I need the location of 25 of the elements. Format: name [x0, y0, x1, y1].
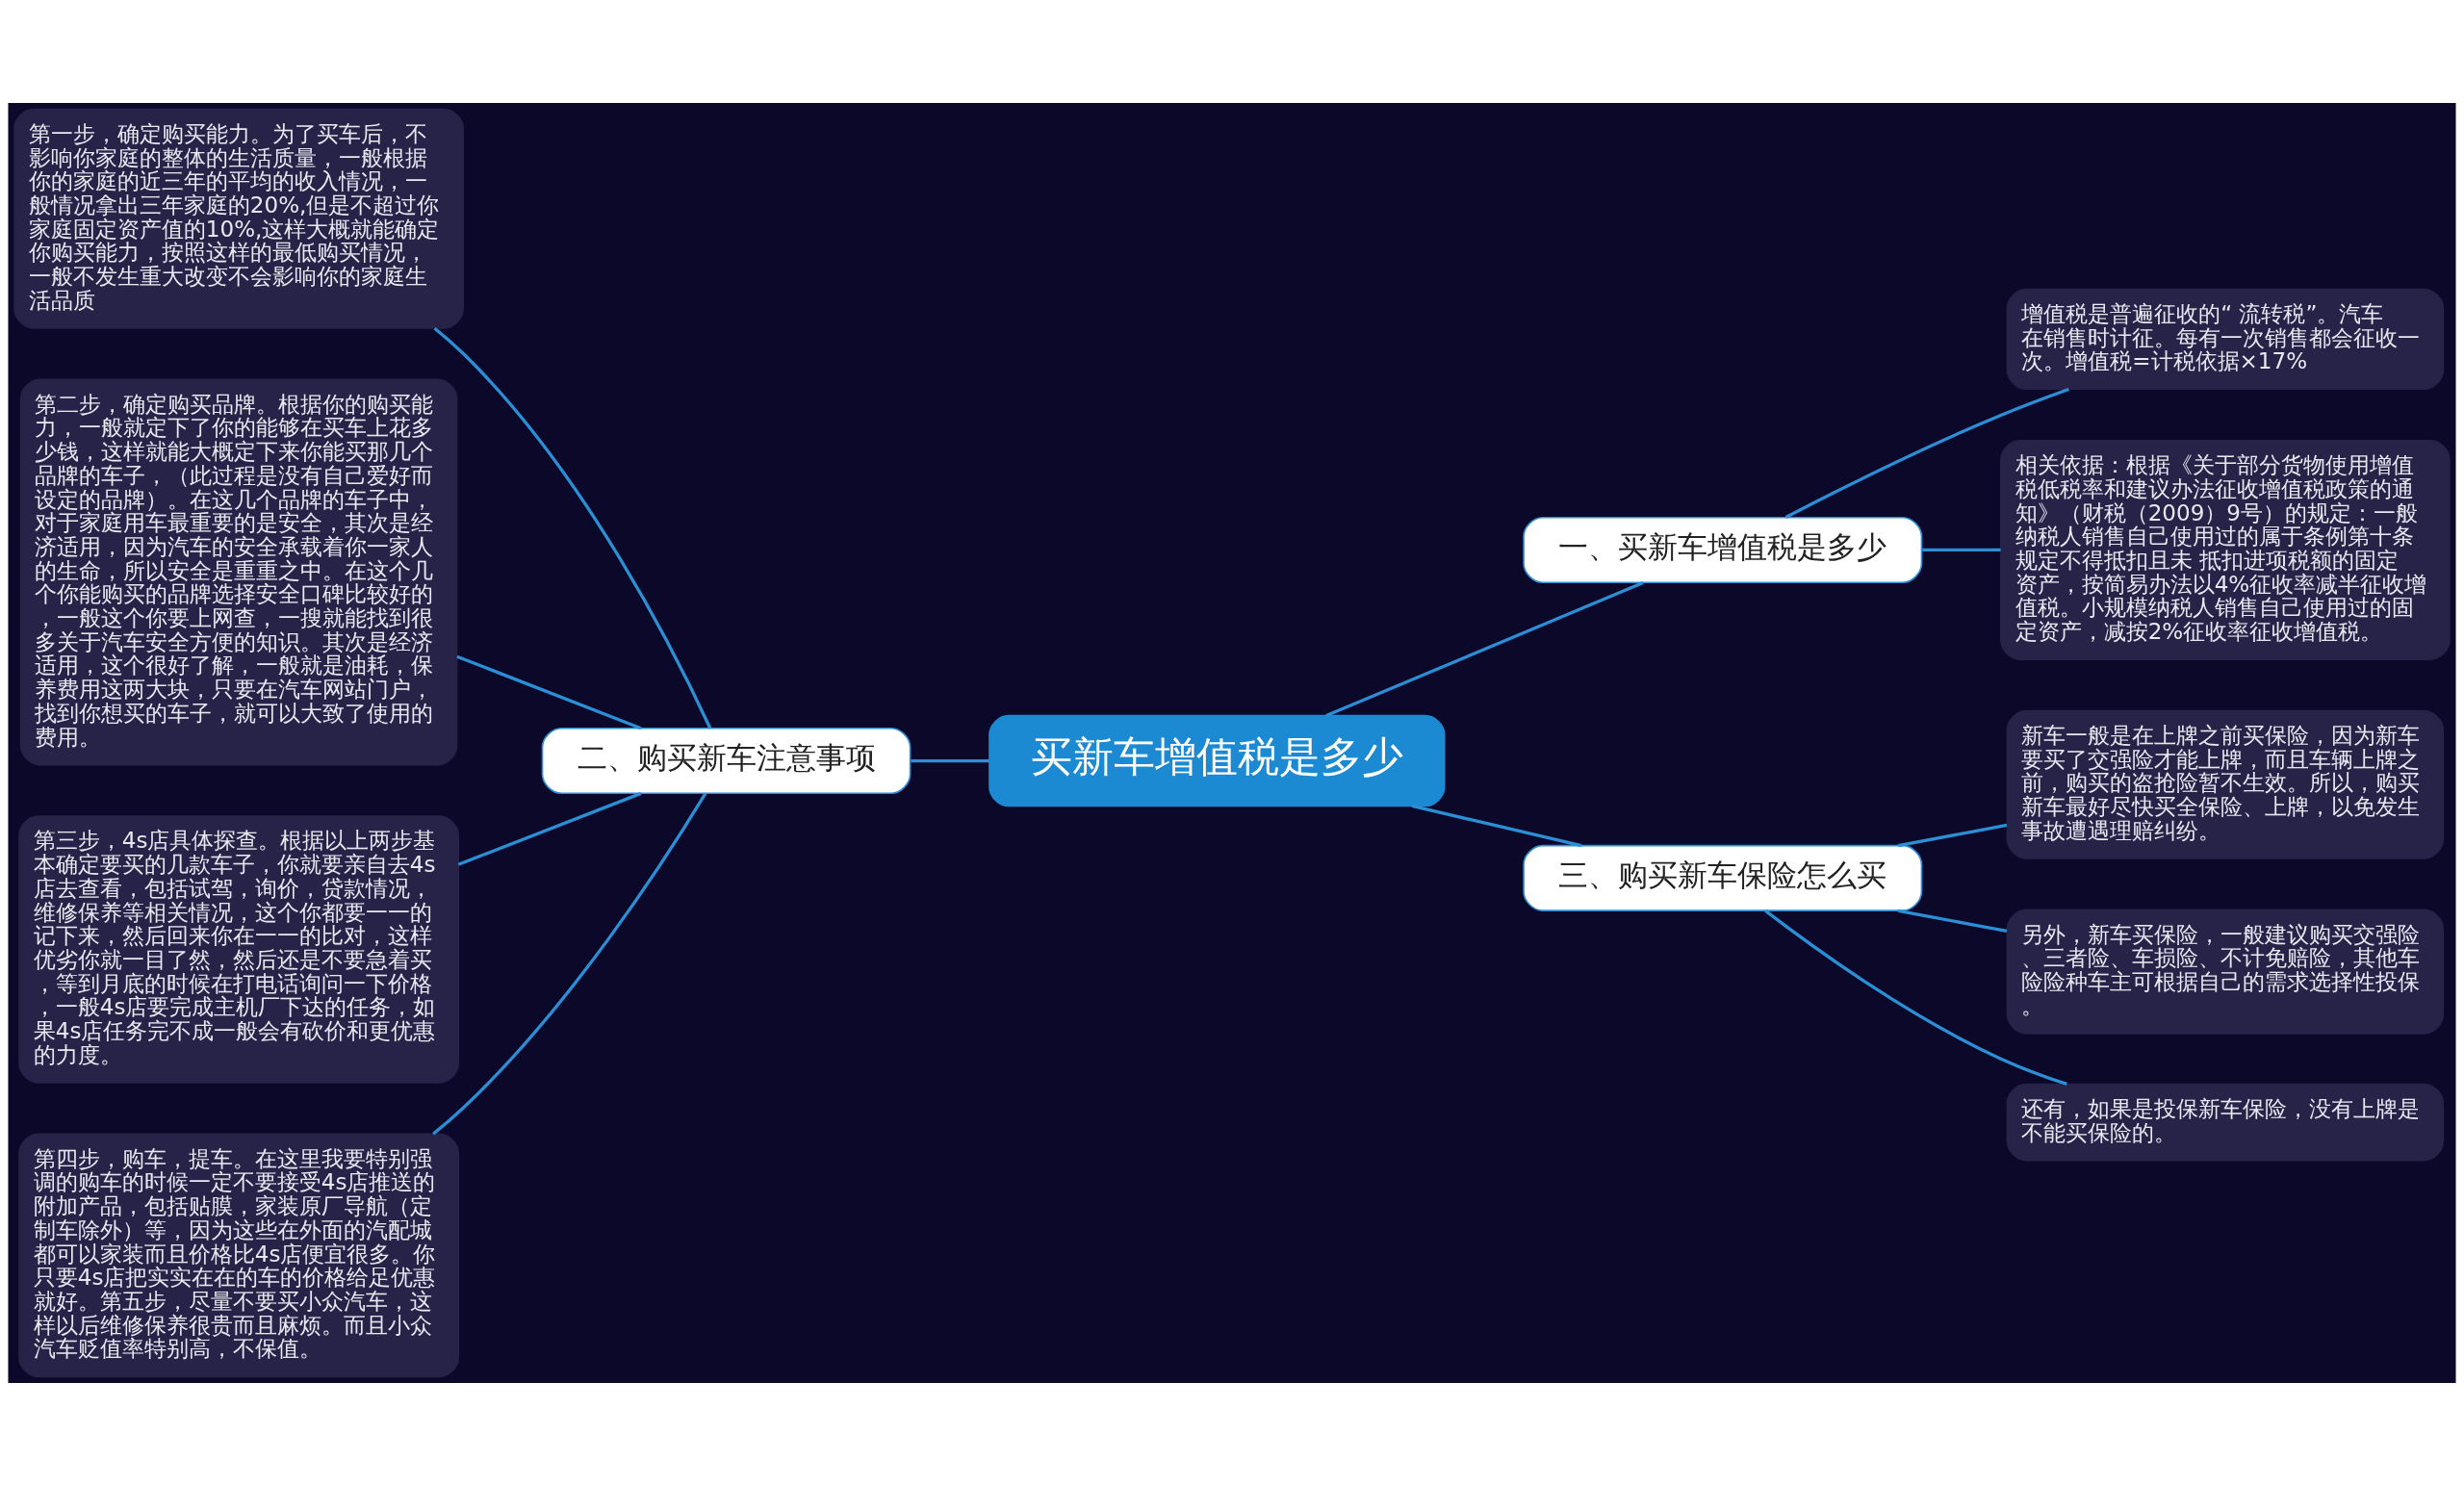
- connector: [911, 758, 989, 762]
- node-box: 相关依据：根据《关于部分货物使用增值税低税率和建议办法征收增值税政策的通知》（财税（2009）9号）的规定：一般纳税人销售自己使用过的属于条例第十条规定不得抵扣且未 抵扣进项税额的固定资产，按简易办法以4%征收率减半征收增值税。小规模纳税人销售自己使用过的固定资产，减按2%征收率征收增值税。: [2000, 439, 2451, 660]
- node-box: 增值税是普遍征收的“ 流转税”。汽车在销售时计征。每有一次销售都会征收一次。增值税=计税依据×17%: [2006, 288, 2445, 390]
- node-box: 一、买新车增值税是多少: [1523, 516, 1923, 583]
- node-box: 第三步，4s店具体探查。根据以上两步基本确定要买的几款车子，你就要亲自去4s店去查看，包括试驾，询价，贷款情况，维修保养等相关情况，这个你都要一一的记下来，然后回来你在一一的比对，这样优劣你就一目了然，然后还是不要急着买，等到月底的时候在打电话询问一下价格，一般4s店要完成主机厂下达的任务，如果4s店任务完不成一般会有砍价和更优惠的力度。: [18, 814, 460, 1084]
- node-box: 三、购买新车保险怎么买: [1523, 844, 1923, 911]
- connector: [457, 791, 642, 866]
- connector: [1897, 909, 2008, 933]
- connector: [1922, 548, 2001, 551]
- node-box: 第四步，购车，提车。在这里我要特别强调的购车的时候一定不要接受4s店推送的附加产品，包括贴膜，家装原厂导航（定制车除外）等，因为这些在外面的汽配城都可以家装而且价格比4s店便宜很多。你只要4s店把实实在在的车的价格给足优惠就好。第五步，尽量不要买小众汽车，这样以后维修保养很贵而且麻烦。而且小众汽车贬值率特别高，不保值。: [18, 1133, 460, 1377]
- connector: [432, 792, 707, 1136]
- connector: [1764, 909, 2067, 1086]
- node-box: 另外，新车买保险，一般建议购买交强险、三者险、车损险、不计免赔险，其他车险险种车主可根据自己的需求选择性投保。: [2006, 909, 2445, 1035]
- node-box: 第一步，确定购买能力。为了买车后，不影响你家庭的整体的生活质量，一般根据你的家庭的近三年的平均的收入情况，一般情况拿出三年家庭的20%,但是不超过你家庭固定资产值的10%,这样大概就能确定你购买能力，按照这样的最低购买情况，一般不发生重大改变不会影响你的家庭生活品质: [13, 108, 464, 329]
- node-box: 新车一般是在上牌之前买保险，因为新车要买了交强险才能上牌，而且车辆上牌之前，购买的盗抢险暂不生效。所以，购买新车最好尽快买全保险、上牌，以免发生事故遭遇理赔纠纷。: [2006, 709, 2445, 859]
- node-box: 还有，如果是投保新车保险，没有上牌是不能买保险的。: [2006, 1083, 2445, 1161]
- connector: [1897, 823, 2008, 847]
- connector: [433, 326, 712, 729]
- connector: [456, 654, 642, 730]
- connector: [1411, 804, 1582, 847]
- connector: [1325, 580, 1644, 717]
- node-box: 二、购买新车注意事项: [541, 727, 911, 794]
- connector: [1784, 387, 2069, 519]
- node-box: 第二步，确定购买品牌。根据你的购买能力，一般就定下了你的能够在买车上花多少钱，这样就能大概定下来你能买那几个品牌的车子，（此过程是没有自己爱好而设定的品牌）。在这几个品牌的车子中，对于家庭用车最重要的是安全，其次是经济适用，因为汽车的安全承载着你一家人的生命，所以安全是重重之中。在这个几个你能购买的品牌选择安全口碑比较好的，一般这个你要上网查，一搜就能找到很多关于汽车安全方便的知识。其次是经济适用，这个很好了解，一般就是油耗，保养费用这两大块，只要在汽车网站门户，找到你想买的车子，就可以大致了使用的费用。: [19, 378, 458, 765]
- node-box: 买新车增值税是多少: [988, 714, 1446, 807]
